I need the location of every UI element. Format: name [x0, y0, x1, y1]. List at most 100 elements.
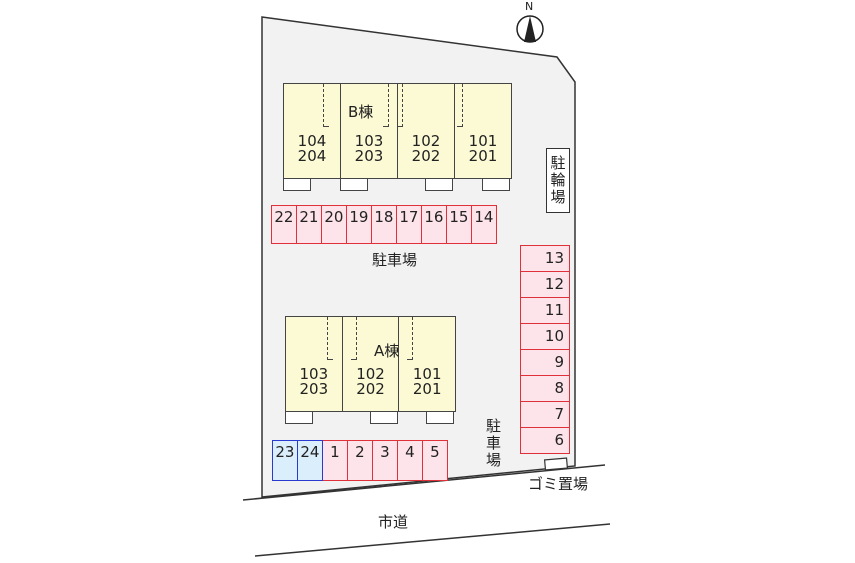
stair-outline: [407, 317, 413, 360]
unit-number: 203: [299, 380, 329, 398]
parking-space-number: 2: [355, 443, 365, 461]
parking-space-number: 11: [544, 301, 564, 320]
parking-space: 13: [520, 244, 570, 272]
unit-number: 201: [412, 380, 442, 398]
building-a-name: A棟: [374, 342, 400, 360]
balcony: [285, 411, 313, 424]
parking-space: 11: [520, 296, 570, 324]
unit-number: 104: [297, 132, 327, 150]
parking-space-number: 12: [544, 275, 564, 294]
unit-number: 102: [411, 132, 441, 150]
garbage-label: ゴミ置場: [528, 475, 589, 493]
parking-space-number: 17: [399, 208, 419, 226]
parking-space-number: 8: [554, 379, 564, 398]
parking-space-number: 14: [474, 208, 494, 226]
parking-space-number: 21: [299, 208, 319, 226]
unit-number: 202: [356, 380, 385, 398]
stair-outline: [323, 84, 329, 127]
parking-space: 17: [395, 205, 422, 244]
road-label: 市道: [378, 513, 409, 531]
unit-number: 101: [468, 132, 498, 150]
north-arrow-icon: [516, 15, 544, 43]
parking-space-number: 24: [300, 443, 320, 461]
parking-space: 20: [320, 205, 347, 244]
parking-column-right: 13 12 11 10 9 8 7 6: [520, 244, 570, 454]
balcony: [340, 178, 368, 191]
parking-space: 12: [520, 270, 570, 298]
parking-space-number: 18: [374, 208, 394, 226]
stair-outline: [397, 84, 403, 127]
parking-space: 22: [270, 205, 297, 244]
parking-space-number: 7: [554, 405, 564, 424]
parking-space: 16: [420, 205, 447, 244]
parking-space: 8: [520, 374, 570, 402]
parking-space: 7: [520, 400, 570, 428]
garbage-box: [543, 457, 569, 471]
parking-space: 14: [470, 205, 497, 244]
parking-space-number: 20: [324, 208, 344, 226]
parking-space-number: 4: [405, 443, 415, 461]
parking-space-number: 16: [424, 208, 444, 226]
stair-outline: [327, 317, 333, 360]
parking-label-vertical: 駐車場: [484, 418, 502, 469]
unit-number: 101: [412, 365, 442, 383]
parking-space-number: 13: [544, 249, 564, 268]
road-edge-bottom: [254, 523, 611, 557]
unit-number: 103: [354, 132, 384, 150]
unit-number: 102: [356, 365, 385, 383]
road-edge-top: [242, 464, 606, 501]
parking-space: 10: [520, 322, 570, 350]
balcony: [482, 178, 510, 191]
parking-space: 21: [295, 205, 322, 244]
parking-space-number: 19: [349, 208, 369, 226]
parking-space: 6: [520, 426, 570, 454]
building-b-name: B棟: [348, 103, 374, 121]
bicycle-parking: 駐輪場: [546, 148, 570, 213]
parking-space-number: 5: [430, 443, 440, 461]
parking-space-number: 15: [449, 208, 469, 226]
unit-number: 203: [354, 147, 384, 165]
bicycle-parking-label: 駐輪場: [548, 155, 567, 206]
parking-space: 9: [520, 348, 570, 376]
parking-space: 4: [396, 440, 423, 481]
parking-space: 18: [370, 205, 397, 244]
parking-space-number: 3: [380, 443, 390, 461]
stair-outline: [351, 317, 357, 360]
unit-number: 204: [297, 147, 327, 165]
parking-space: 2: [346, 440, 373, 481]
balcony: [370, 411, 398, 424]
parking-space-number: 10: [544, 327, 564, 346]
balcony: [425, 178, 453, 191]
parking-space: 5: [421, 440, 448, 481]
parking-space: 23: [271, 440, 298, 481]
unit-number: 103: [299, 365, 329, 383]
stair-outline: [457, 84, 463, 127]
parking-space-number: 9: [554, 353, 564, 372]
compass-label: N: [525, 0, 534, 13]
stair-outline: [383, 84, 389, 127]
parking-space: 19: [345, 205, 372, 244]
balcony: [283, 178, 311, 191]
parking-space: 15: [445, 205, 472, 244]
parking-space-number: 6: [554, 431, 564, 450]
unit-number: 202: [411, 147, 441, 165]
parking-space-number: 22: [274, 208, 294, 226]
parking-space: 3: [371, 440, 398, 481]
parking-space: 24: [296, 440, 323, 481]
parking-space-number: 1: [330, 443, 340, 461]
parking-space: 1: [321, 440, 348, 481]
parking-label: 駐車場: [372, 251, 418, 269]
parking-space-number: 23: [275, 443, 295, 461]
parking-row-top: 22 21 20 19 18 17 16 15 14: [270, 205, 497, 244]
balcony: [426, 411, 454, 424]
